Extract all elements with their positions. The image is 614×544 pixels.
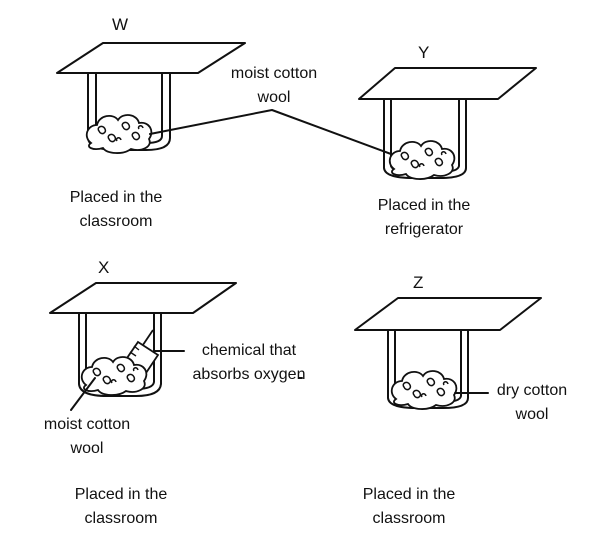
jar-x [49, 282, 237, 397]
jar-label-x: X [98, 258, 110, 277]
label-moist-cotton-top: moist cotton wool [230, 65, 318, 106]
jar-label-w: W [112, 15, 129, 34]
pointer-moist-cotton-top [149, 109, 392, 155]
pointer-moist-cotton-x [70, 377, 96, 411]
jar-z [354, 297, 542, 410]
jar-w [56, 42, 246, 154]
label-moist-cotton-x: moist cotton wool [43, 416, 131, 457]
jar-label-y: Y [418, 43, 430, 62]
cotton-wool-icon [388, 140, 456, 180]
jar-y [358, 67, 537, 180]
label-dry-cotton: dry cotton wool [496, 382, 568, 423]
caption-x: Placed in the classroom [74, 486, 168, 527]
cotton-wool-icon [390, 370, 458, 410]
caption-w: Placed in the classroom [69, 189, 163, 230]
jar-label-z: Z [413, 273, 424, 292]
label-chemical: chemical that absorbs oxygen [192, 342, 306, 383]
caption-y: Placed in the refrigerator [377, 197, 471, 238]
caption-z: Placed in the classroom [362, 486, 456, 527]
